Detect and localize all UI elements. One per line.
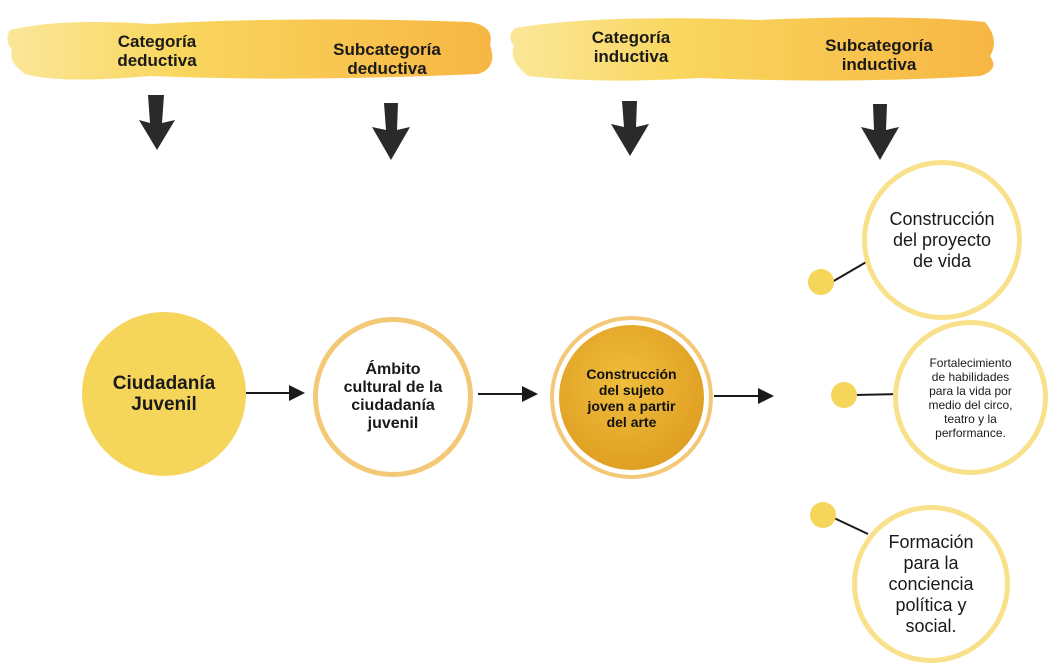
node-label: Ciudadanía Juvenil [112,373,216,415]
node-label: Fortalecimiento de habilidades para la v… [928,355,1013,440]
dot-formacion [810,502,836,528]
brush-stroke-inductive [510,17,994,81]
node-label: Formación para la conciencia política y … [888,531,974,636]
node-construccion-sujeto: Construcción del sujeto joven a partir d… [559,325,704,470]
header-categoria-inductiva: Categoría inductiva [591,28,671,66]
node-ciudadania-juvenil: Ciudadanía Juvenil [82,312,246,476]
header-subcategoria-inductiva: Subcategoría inductiva [825,36,933,74]
node-proyecto-vida: Construcción del proyecto de vida [862,160,1022,320]
dot-proyecto [808,269,834,295]
brush-stroke-deductive [7,19,493,80]
node-label: Construcción del proyecto de vida [889,208,995,271]
connector-fortalecimiento [854,393,901,396]
connector-formacion [833,517,869,535]
node-formacion: Formación para la conciencia política y … [852,505,1010,663]
down-arrow-icon [139,95,899,160]
node-label: Construcción del sujeto joven a partir d… [586,365,677,430]
dot-fortalecimiento [831,382,857,408]
header-subcategoria-deductiva: Subcategoría deductiva [333,40,441,78]
node-label: Ámbito cultural de la ciudadanía juvenil [343,361,443,432]
node-construccion-sujeto-ring: Construcción del sujeto joven a partir d… [550,316,713,479]
node-ambito-cultural: Ámbito cultural de la ciudadanía juvenil [313,317,473,477]
connector-proyecto [831,260,869,283]
header-categoria-deductiva: Categoría deductiva [117,32,197,70]
node-fortalecimiento: Fortalecimiento de habilidades para la v… [893,320,1048,475]
